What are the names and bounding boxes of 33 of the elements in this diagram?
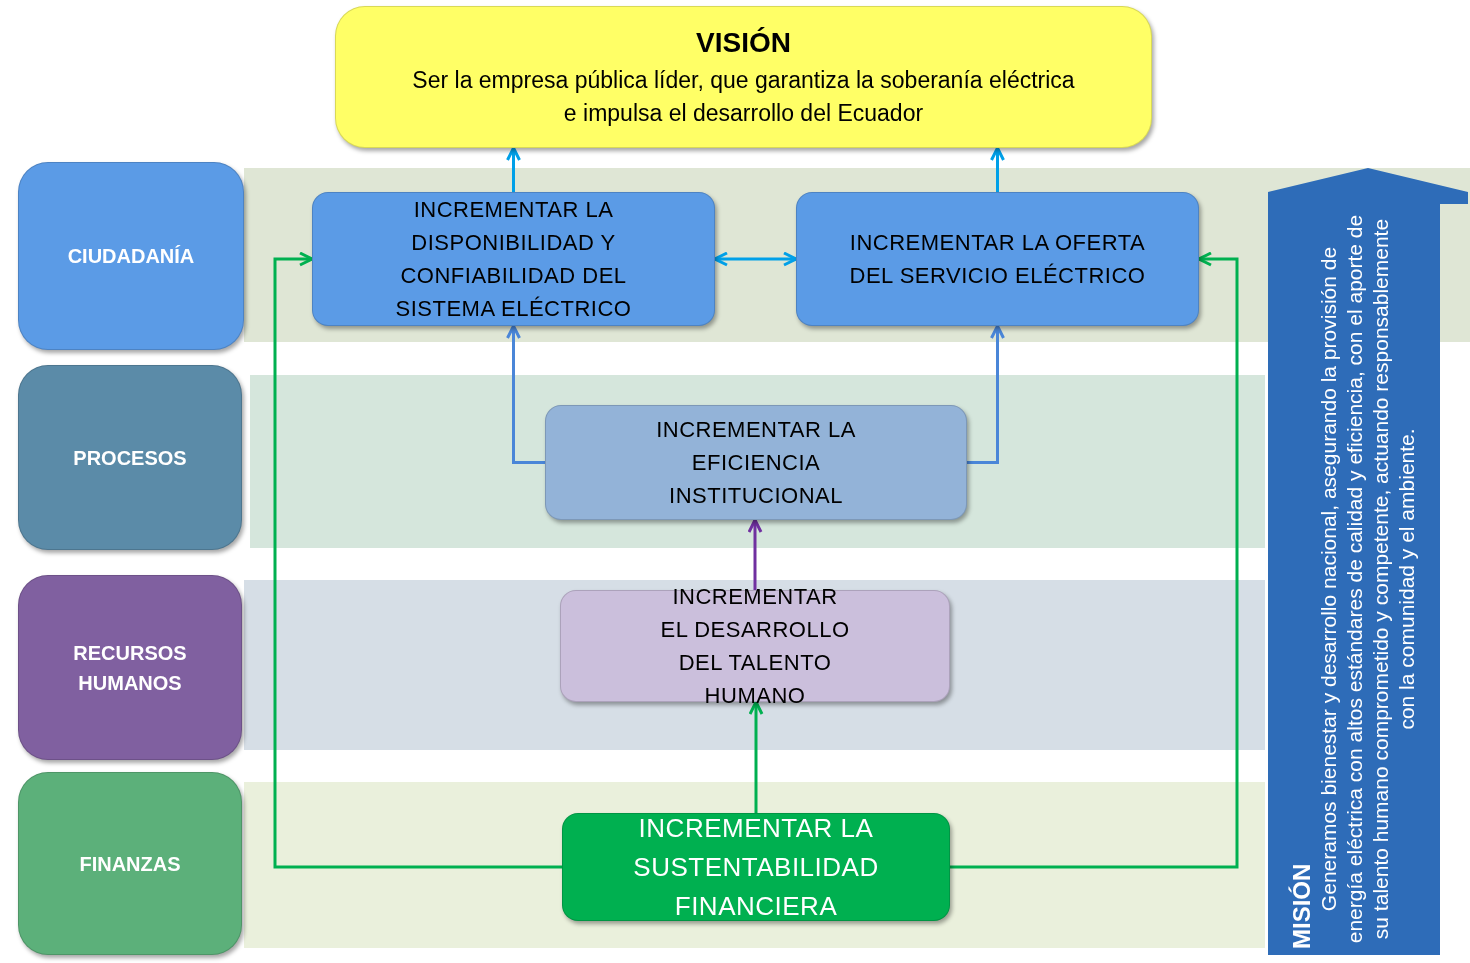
objective-label: INCREMENTAR LA SUSTENTABILIDAD FINANCIERA xyxy=(632,811,880,923)
category-box xyxy=(18,575,242,760)
arrow xyxy=(950,251,1239,869)
objective-box xyxy=(545,405,967,520)
arrow xyxy=(967,324,1005,464)
objective-label: INCREMENTAR LA DISPONIBILIDAD Y CONFIABILIDAD DEL SISTEMA ELÉCTRICO xyxy=(394,196,633,323)
objective-label: INCREMENTAR LA EFICIENCIA INSTITUCIONAL xyxy=(655,416,857,510)
objective-label: INCREMENTAR EL DESARROLLO DEL TALENTO HUMANO xyxy=(659,583,851,710)
vision-text: Ser la empresa pública líder, que garantiza la soberanía eléctrica e impulsa el desarrollo del Ecuador xyxy=(411,65,1076,129)
arrow xyxy=(506,146,521,192)
arrow xyxy=(990,146,1005,192)
arrow xyxy=(747,518,763,590)
objective-label: INCREMENTAR LA OFERTA DEL SERVICIO ELÉCTRICO xyxy=(848,229,1147,290)
category-label: PROCESOS xyxy=(72,445,188,471)
mission-title: MISIÓN xyxy=(1287,863,1316,949)
category-label: RECURSOS HUMANOS xyxy=(72,640,188,696)
category-box xyxy=(18,772,242,955)
vision-title: VISIÓN xyxy=(695,26,792,61)
mission-arrow xyxy=(1268,168,1468,955)
objective-box xyxy=(312,192,715,326)
arrow xyxy=(713,251,798,267)
category-box xyxy=(18,365,242,550)
mission-text: Generamos bienestar y desarrollo nacional, asegurando la provisión de energía eléctrica con altos estándares de calidad y eficiencia, con el aporte de su talento humano comprometido y competente, actuando responsablemente con la comunidad y el ambiente. xyxy=(1315,213,1420,946)
category-label: FINANZAS xyxy=(78,851,182,877)
arrow xyxy=(273,251,562,869)
objective-box xyxy=(796,192,1199,326)
vision-box xyxy=(335,6,1152,148)
arrow xyxy=(748,700,764,813)
arrow xyxy=(506,324,545,464)
objective-box xyxy=(562,813,950,921)
objective-box xyxy=(560,590,950,702)
category-box xyxy=(18,162,244,350)
category-label: CIUDADANÍA xyxy=(66,244,196,269)
